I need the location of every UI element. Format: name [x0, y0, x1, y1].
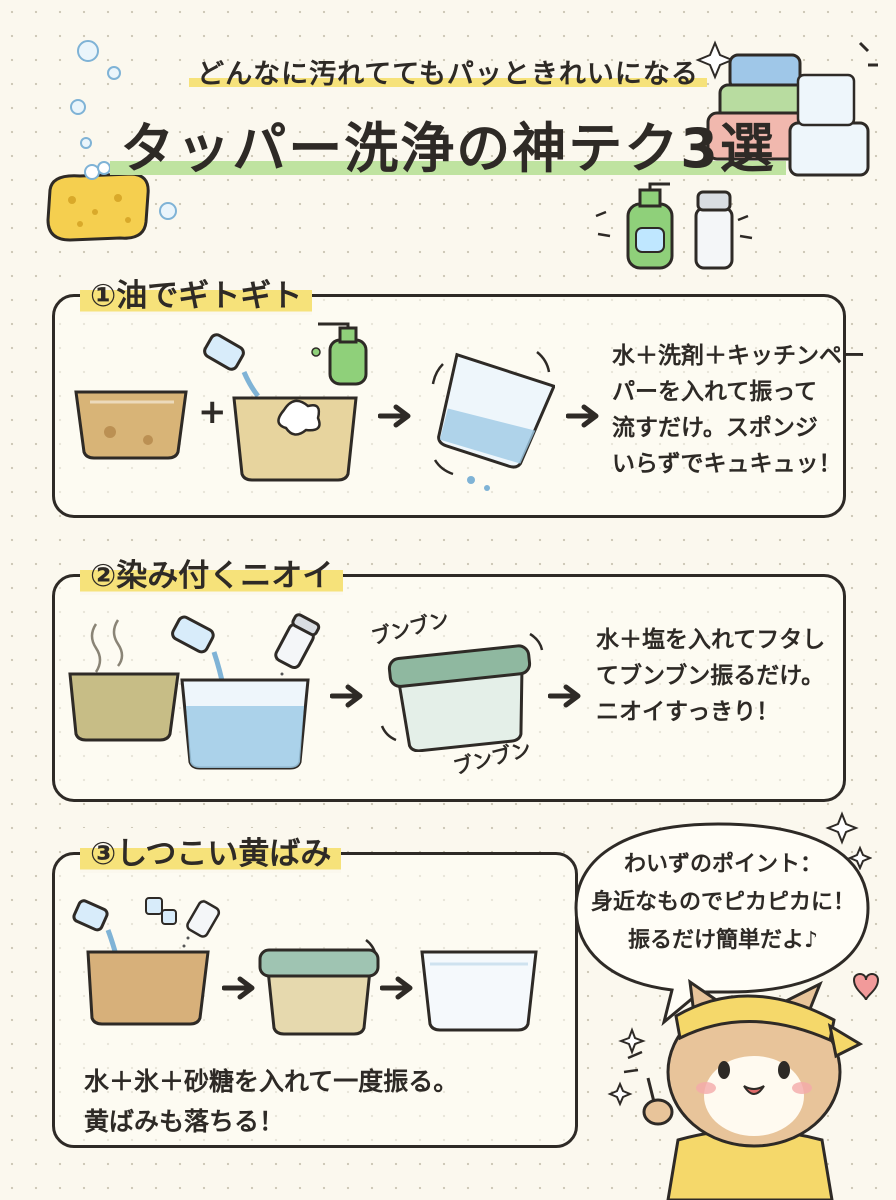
arrow-right-icon [566, 404, 599, 428]
arrow-right-icon [330, 684, 363, 708]
sponge-icon [46, 161, 150, 242]
arrow-right-icon [378, 404, 411, 428]
section-oily-description: 水＋洗剤＋キッチンペー パーを入れて振って 流すだけ。スポンジ いらずでキュキュ… [612, 343, 865, 477]
lidded-shaking-container-icon [258, 939, 380, 1036]
plus-sign: + [198, 392, 227, 432]
tip-heading: わいずのポイント： [623, 852, 822, 877]
section-odor-description: 水＋塩を入れてフタし てブンブン振るだけ。 ニオイすっきり！ [596, 627, 826, 725]
tip-bubble: わいずのポイント： 身近なものでピカピカに！ 振るだけ簡単だよ♪ [578, 846, 868, 960]
salt-shaker-icon [274, 613, 321, 690]
section-oily-heading: ①油でギトギト [80, 270, 313, 315]
clean-container-icon [420, 950, 538, 1032]
container-with-water-icon [180, 678, 310, 770]
page-title: タッパー洗浄の神テク3選 [0, 104, 896, 183]
speech-bubble-shape [574, 822, 870, 1026]
detergent-and-salt-icon [595, 182, 753, 270]
arrow-right-icon [548, 684, 581, 708]
stacked-containers-icon [695, 40, 878, 177]
section-odor-heading: ②染み付くニオイ [80, 550, 344, 595]
greasy-container-icon [74, 390, 188, 460]
pouring-bottle-icon [203, 333, 260, 398]
section-yellowing-description: 水＋氷＋砂糖を入れて一度振る。 黄ばみも落ちる！ [84, 1067, 459, 1136]
lidded-container-icon [380, 632, 544, 752]
cat-mascot-illustration [607, 973, 880, 1200]
detergent-bottle-icon [311, 322, 368, 386]
water-ice-sugar-container-icon [72, 897, 221, 1026]
bubbles-decoration [70, 40, 177, 220]
tip-line: 振るだけ簡単だよ♪ [627, 928, 819, 953]
arrow-right-icon [380, 976, 413, 1000]
tip-line: 身近なものでピカピカに！ [590, 890, 855, 915]
arrow-right-icon [222, 976, 255, 1000]
page-subtitle: どんなに汚れててもパッときれいになる [0, 52, 896, 91]
section-yellowing-heading: ③しつこい黄ばみ [80, 828, 342, 873]
smelly-container-icon [68, 619, 180, 742]
container-with-paper-icon [232, 396, 358, 482]
shaking-container-icon [431, 351, 555, 491]
sparkle-icon [825, 811, 872, 870]
